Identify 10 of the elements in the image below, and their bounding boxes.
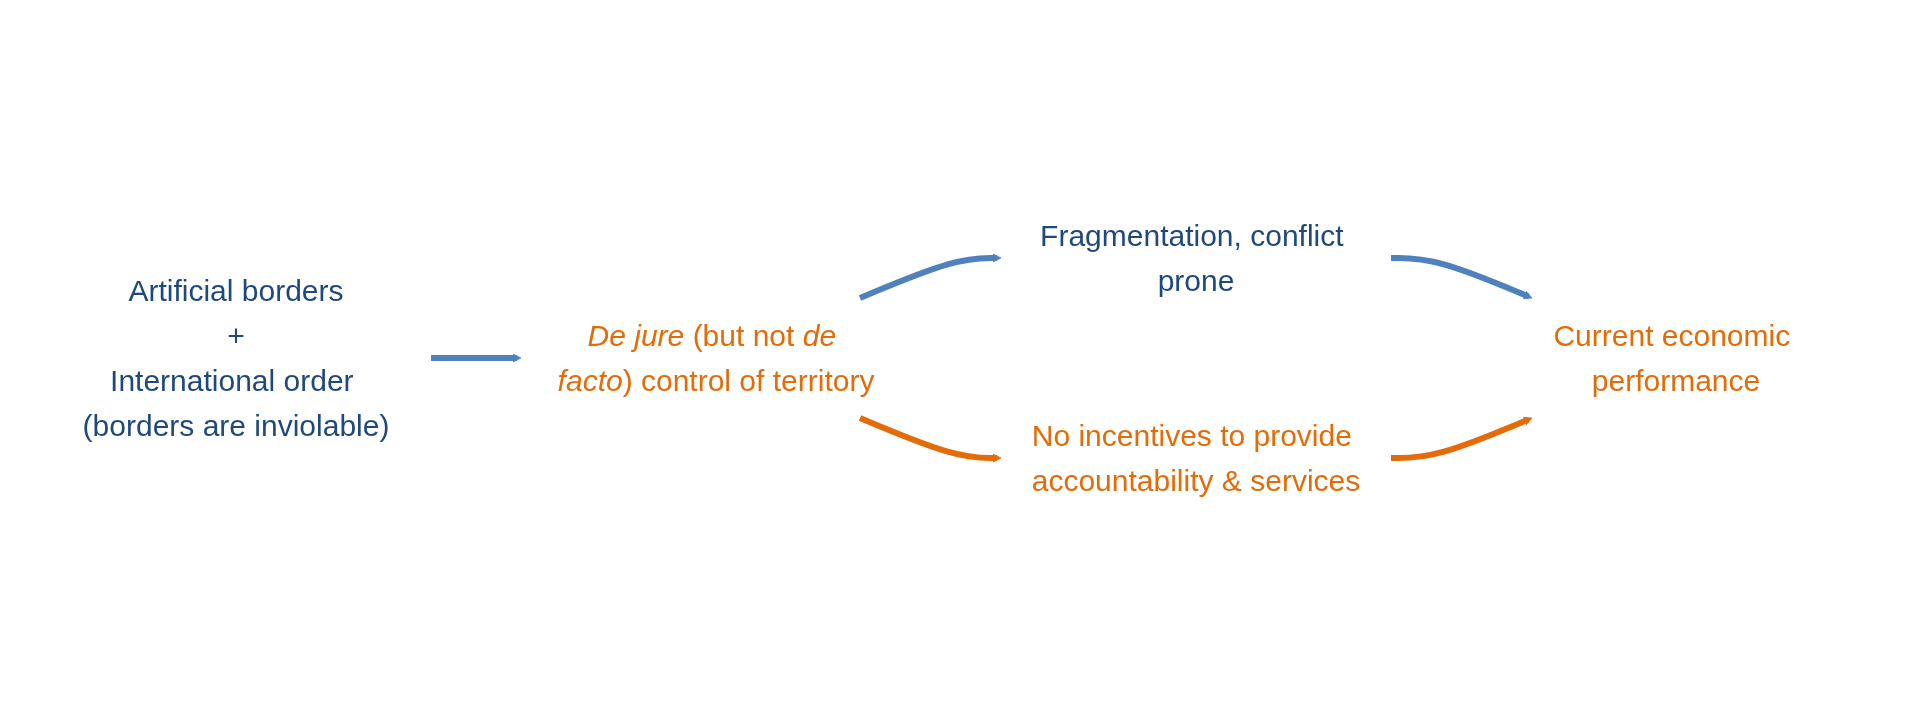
node-text: De jure (but not de facto) control of territory [557, 318, 874, 397]
arrow [1390, 416, 1532, 461]
arrow [430, 353, 521, 362]
node-text: Artificial borders + International order (borders are inviolable) [82, 273, 389, 442]
arrow [858, 414, 1001, 462]
arrow [1390, 254, 1532, 299]
node-text: No incentives to provide accountability & services [1031, 418, 1360, 497]
node-text: Current economic performance [1552, 318, 1790, 397]
arrow [858, 253, 1001, 301]
node-text: Fragmentation, conflict prone [1039, 218, 1344, 297]
